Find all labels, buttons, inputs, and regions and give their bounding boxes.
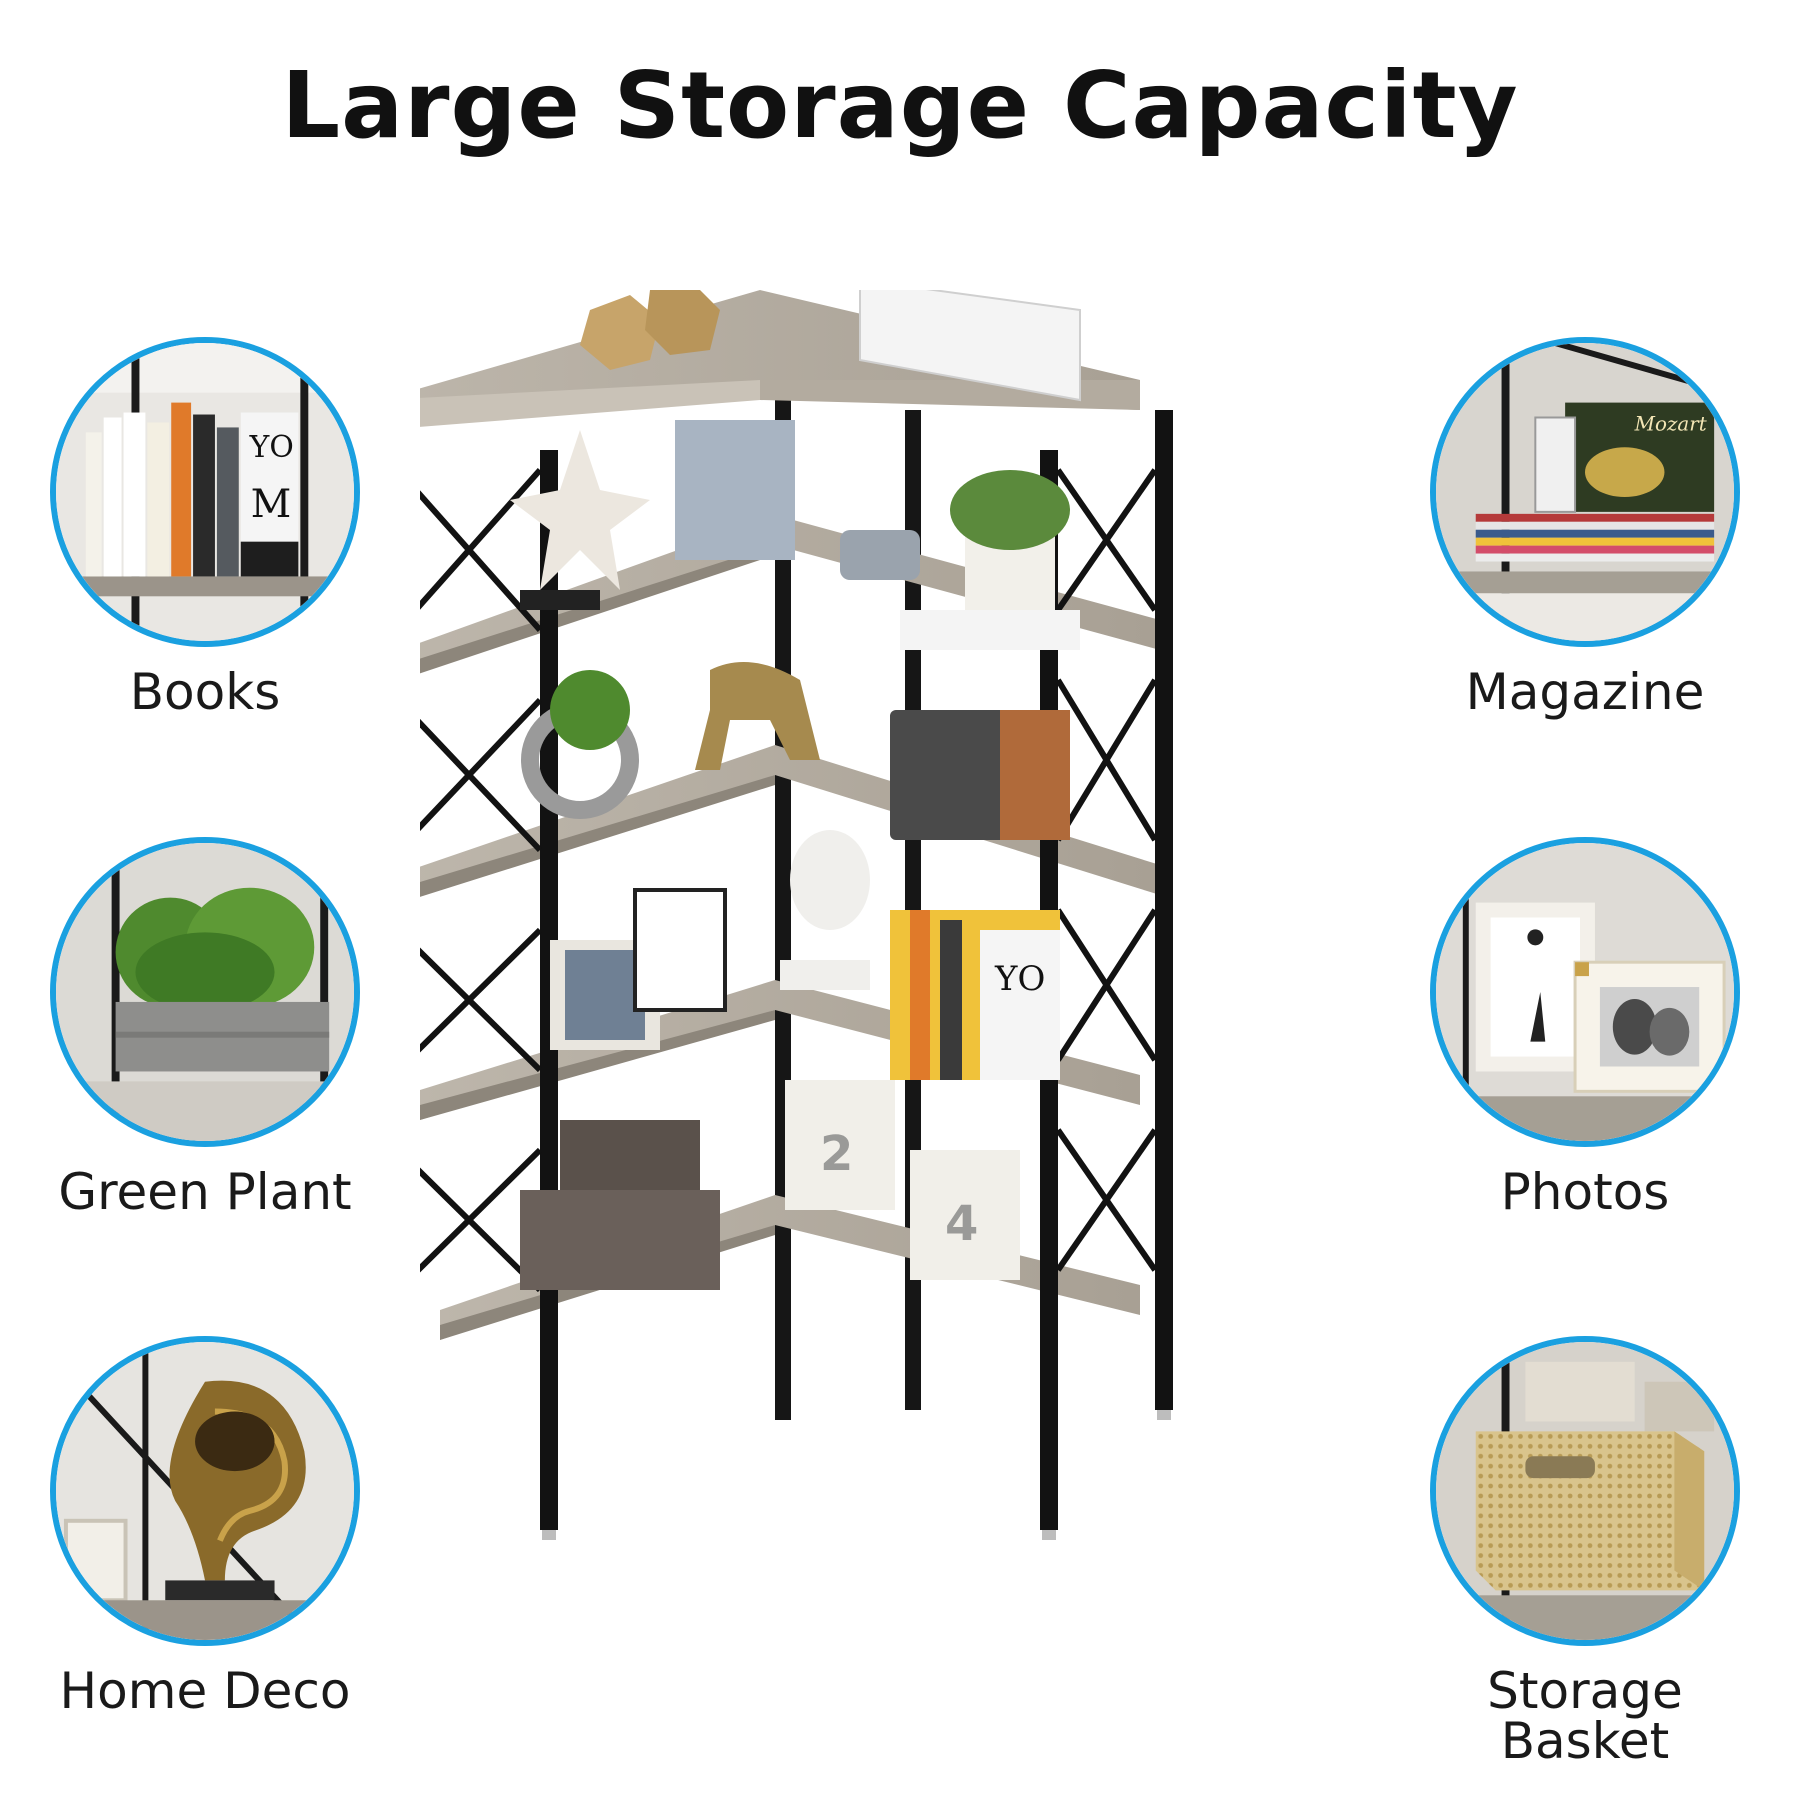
books-label: Books: [129, 663, 281, 721]
feature-home-deco: Home Deco: [5, 1336, 405, 1716]
svg-text:2: 2: [820, 1126, 853, 1182]
svg-text:Mozart: Mozart: [1634, 412, 1708, 435]
basket-icon: [1430, 1336, 1740, 1646]
feature-books: YO M Books: [5, 337, 405, 717]
gramophone-icon: [50, 1336, 360, 1646]
magazine-label: Magazine: [1465, 663, 1705, 721]
svg-text:YO: YO: [249, 430, 294, 465]
headline: Large Storage Capacity: [281, 52, 1519, 159]
corner-bookshelf: YO 2 4: [420, 290, 1380, 1670]
feature-green-plant: Green Plant: [5, 837, 405, 1217]
books-icon: YO M: [50, 337, 360, 647]
photo-frame-icon: [1430, 837, 1740, 1147]
storage-basket-label: Storage Basket: [1487, 1662, 1683, 1770]
plant-icon: [50, 837, 360, 1147]
feature-storage-basket: Storage Basket: [1385, 1336, 1785, 1766]
feature-magazine: Mozart Magazine: [1385, 337, 1785, 717]
magazine-icon: Mozart: [1430, 337, 1740, 647]
svg-text:M: M: [251, 481, 292, 527]
green-plant-label: Green Plant: [58, 1163, 352, 1221]
svg-text:YO: YO: [994, 959, 1045, 999]
svg-text:4: 4: [945, 1196, 978, 1252]
photos-label: Photos: [1500, 1163, 1670, 1221]
feature-photos: Photos: [1385, 837, 1785, 1217]
home-deco-label: Home Deco: [59, 1662, 351, 1720]
